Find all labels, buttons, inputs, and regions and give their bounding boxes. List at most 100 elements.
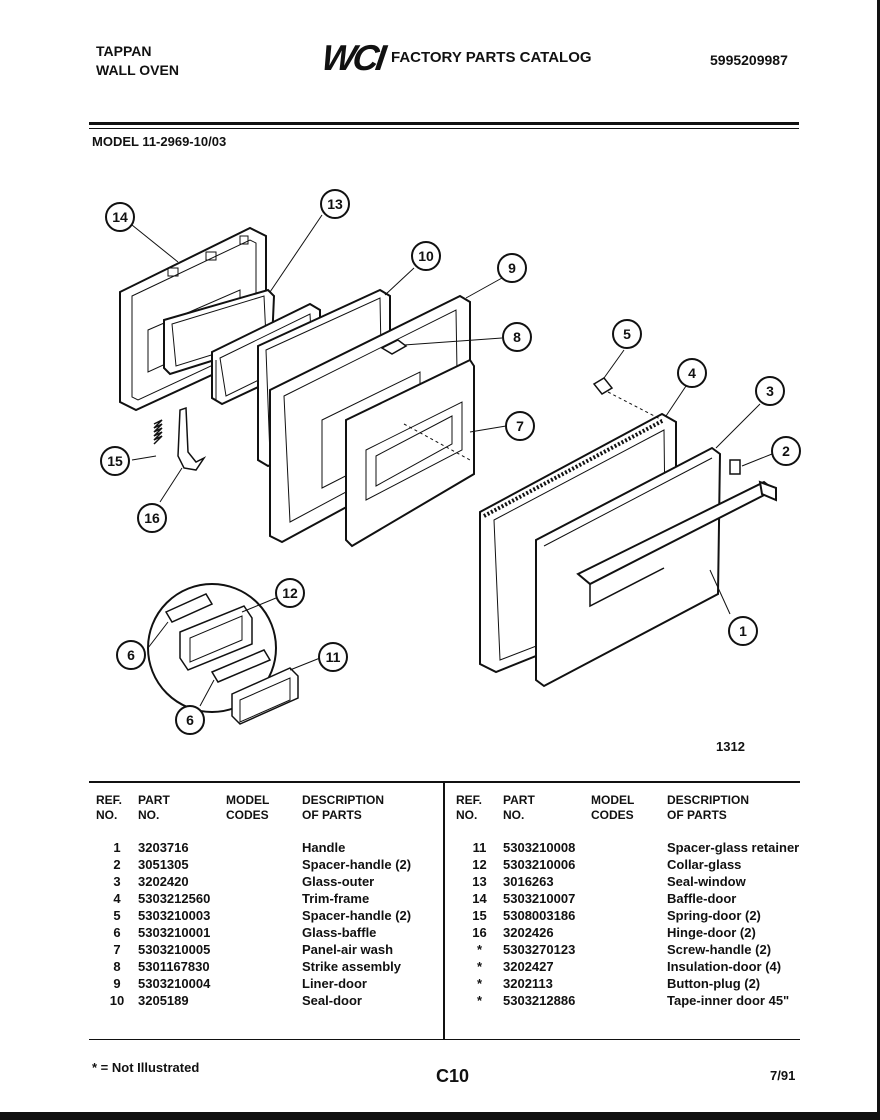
model-codes-cell	[591, 839, 667, 856]
model-codes-cell	[591, 958, 667, 975]
callout-bubble: 12	[275, 578, 305, 608]
part-number-cell: 3202420	[138, 874, 189, 889]
ref-cell: 16	[472, 925, 487, 940]
callout-bubble: 10	[411, 241, 441, 271]
description-cell: Spring-door (2)	[667, 908, 761, 923]
part-number-cell: 3202113	[503, 976, 553, 991]
catalog-title: FACTORY PARTS CATALOG	[391, 49, 592, 66]
callout-circle	[105, 202, 135, 232]
ref-cell: 4	[113, 891, 121, 906]
page-border-right	[877, 0, 880, 1120]
part-inset-circle	[147, 583, 299, 725]
table-row: 10 3205189 Seal-door	[96, 992, 411, 1009]
header-ref: REF.	[456, 793, 483, 807]
callout-label: 2	[782, 443, 790, 459]
description-cell: Handle	[302, 840, 346, 855]
ref-cell: 14	[472, 891, 487, 906]
part-number-cell: 5303270123	[503, 942, 576, 957]
part-number-cell: 5303210004	[138, 976, 211, 991]
part-number-cell: 5303212886	[503, 993, 576, 1008]
part-number-cell: 5303210003	[138, 908, 211, 923]
callout-circle	[728, 616, 758, 646]
header-desc: DESCRIPTION	[667, 793, 750, 807]
ref-cell: *	[476, 959, 483, 974]
callout-label: 11	[326, 649, 341, 665]
part-spacer-handle	[729, 459, 741, 475]
header-ref: REF.	[96, 793, 123, 807]
model-codes-cell	[226, 839, 302, 856]
part-panel-air-wash	[345, 358, 475, 548]
revision-date: 7/91	[770, 1068, 796, 1083]
callout-bubble: 4	[677, 358, 707, 388]
model-codes-cell	[226, 890, 302, 907]
description-cell: Glass-baffle	[302, 925, 377, 940]
callout-label: 8	[513, 329, 521, 345]
header-part-no: NO.	[503, 808, 525, 822]
ref-cell: 3	[113, 874, 121, 889]
callout-circle	[318, 642, 348, 672]
ref-cell: 13	[472, 874, 487, 889]
callout-bubble: 6	[175, 705, 205, 735]
callout-label: 14	[112, 209, 128, 225]
part-number-cell: 5303210007	[503, 891, 576, 906]
ref-cell: 6	[113, 925, 121, 940]
table-row: 3 3202420 Glass-outer	[96, 873, 411, 890]
part-spring-door	[153, 419, 163, 445]
part-number-cell: 3016263	[503, 874, 554, 889]
header-rule-thick	[89, 122, 799, 125]
callout-label: 9	[508, 260, 516, 276]
header-ref-no: NO.	[456, 808, 478, 822]
model-codes-cell	[591, 924, 667, 941]
model-codes-cell	[226, 941, 302, 958]
callout-bubble: 3	[755, 376, 785, 406]
callout-label: 1	[739, 623, 747, 639]
callout-bubble: 7	[505, 411, 535, 441]
part-hinge-door	[177, 406, 207, 471]
callout-bubble: 15	[100, 446, 130, 476]
description-cell: Panel-air wash	[302, 942, 394, 957]
description-cell: Baffle-door	[667, 891, 737, 906]
page-border-bottom	[0, 1112, 880, 1120]
callout-bubble: 14	[105, 202, 135, 232]
part-number-cell: 3205189	[138, 993, 189, 1008]
not-illustrated-note: * = Not Illustrated	[92, 1060, 200, 1075]
part-number-cell: 3202426	[503, 925, 554, 940]
header-part: PART	[138, 793, 170, 807]
figure-number: 1312	[716, 739, 745, 754]
callout-circle	[137, 503, 167, 533]
model-codes-cell	[591, 907, 667, 924]
model-codes-cell	[226, 975, 302, 992]
ref-cell: 9	[113, 976, 121, 991]
description-cell: Hinge-door (2)	[667, 925, 756, 940]
ref-cell: 8	[113, 959, 121, 974]
model-codes-cell	[226, 992, 302, 1009]
callout-circle	[497, 253, 527, 283]
part-strike-assembly	[380, 339, 408, 355]
part-number-cell: 5303210005	[138, 942, 211, 957]
callout-circle	[116, 640, 146, 670]
table-row: 14 5303210007 Baffle-door	[456, 890, 799, 907]
description-cell: Glass-outer	[302, 874, 375, 889]
table-divider	[443, 783, 445, 1039]
description-cell: Seal-door	[302, 993, 362, 1008]
callout-label: 3	[766, 383, 774, 399]
model-codes-cell	[591, 890, 667, 907]
ref-cell: 10	[109, 993, 125, 1008]
header-desc-parts: OF PARTS	[667, 808, 727, 822]
part-handle	[576, 480, 777, 608]
callout-circle	[100, 446, 130, 476]
model-codes-cell	[591, 873, 667, 890]
